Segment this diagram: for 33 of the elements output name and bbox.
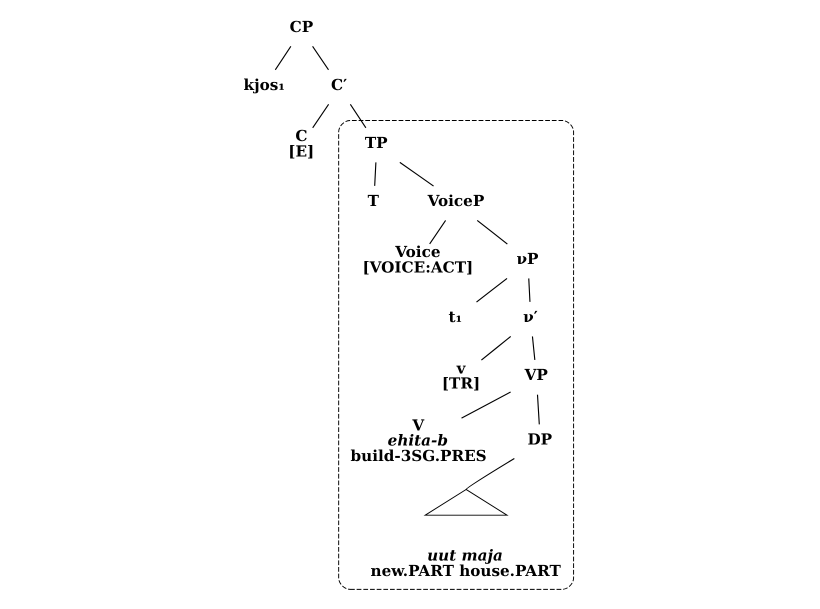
connector [528,278,531,302]
connector [274,46,292,70]
connector [536,394,540,424]
connector [312,104,330,128]
node-text: CP [290,18,314,36]
node-text: VP [524,366,548,384]
node-text: V ehita-b build-3SG.PRES [350,416,487,465]
connector [476,220,508,245]
node-text: Voice [VOICE:ACT] [362,243,474,276]
node-text: v [TR] [442,359,480,392]
node-text: VoiceP [428,192,484,210]
node-text: T [368,192,380,210]
node-text: TP [364,134,388,152]
connector [312,46,329,70]
node-text: C′ [331,76,348,94]
node-text: ν′ [523,308,538,326]
connector [350,104,366,128]
connector [400,162,434,187]
node-label: uut maja [427,546,503,565]
node-text: kjos₁ [244,76,285,94]
connector [466,458,515,490]
node-text: C [E] [288,127,314,160]
node-text: νP [516,250,539,268]
connector [429,220,446,244]
connector [476,278,508,303]
cluster [338,120,574,590]
connector [374,162,376,186]
node-text: t₁ [448,308,462,326]
connector [481,336,512,361]
connector [532,336,536,360]
connector [461,391,511,419]
node-text: DP [527,430,552,449]
node-triangle [424,488,509,516]
